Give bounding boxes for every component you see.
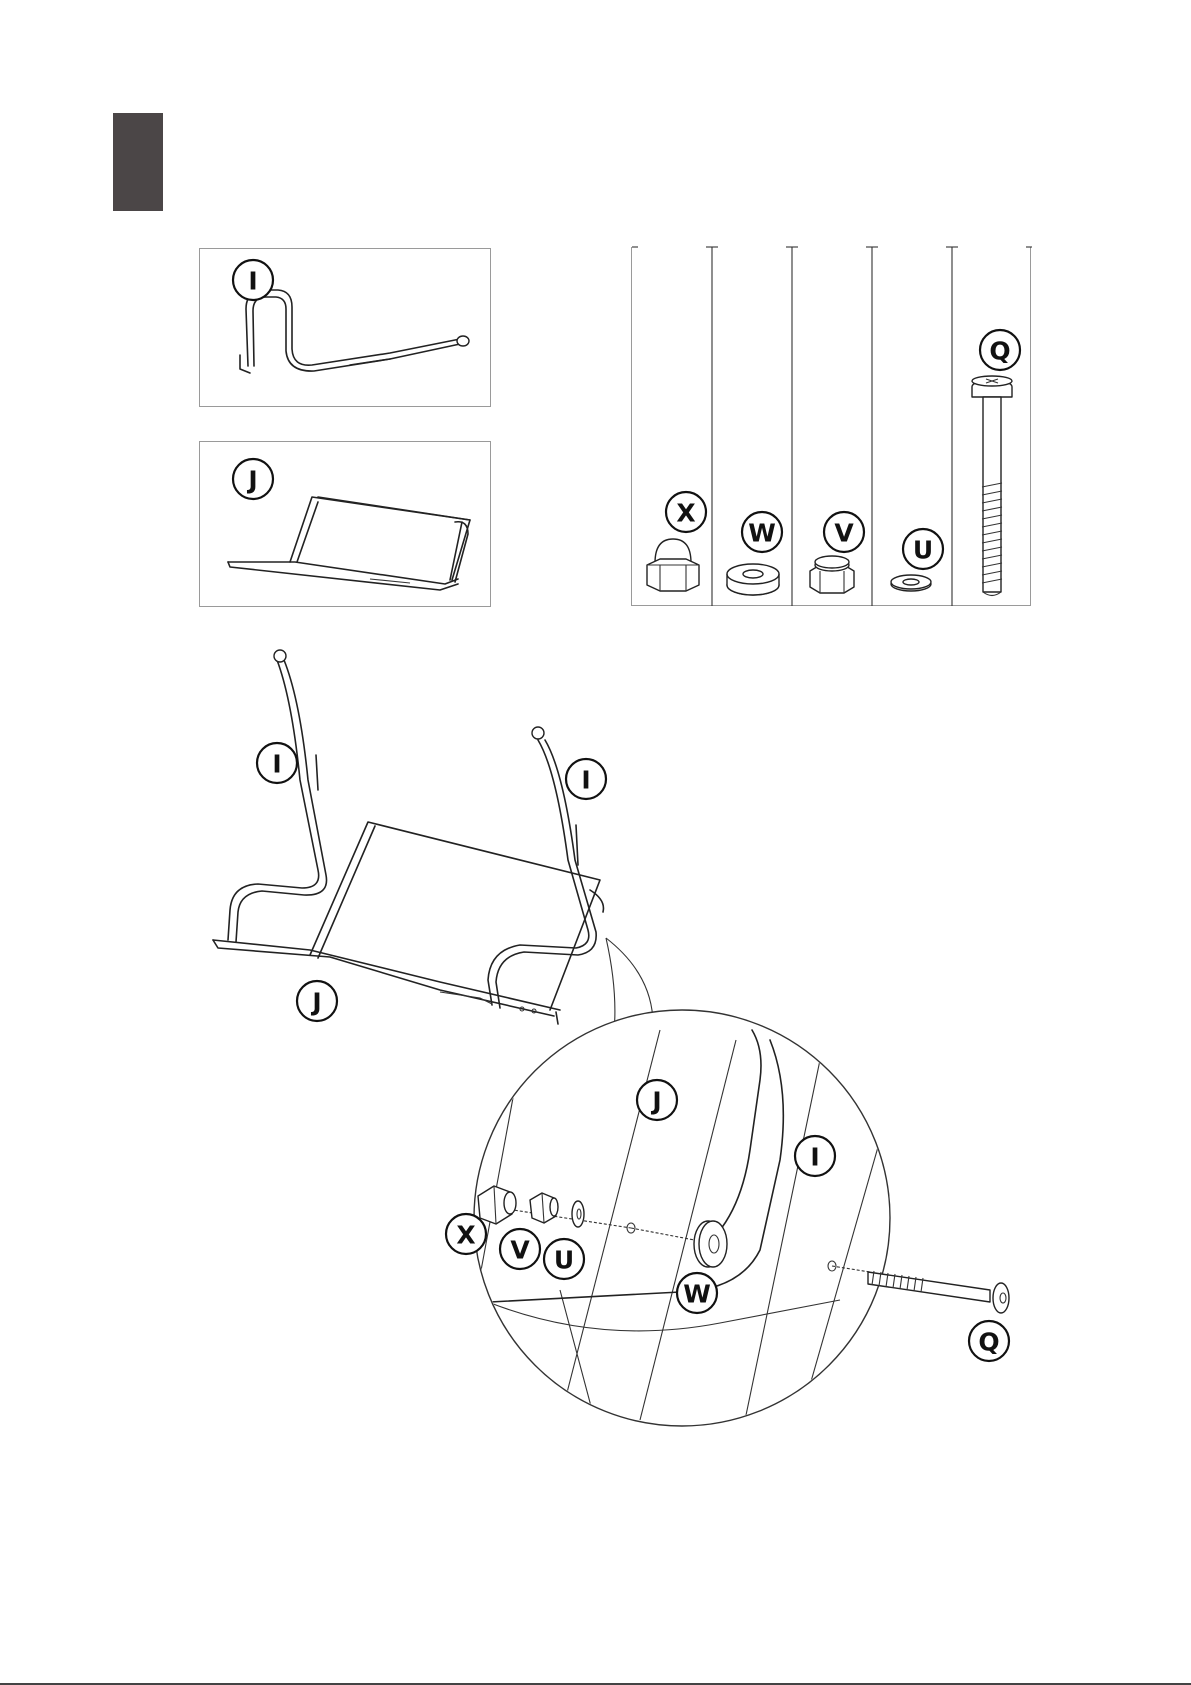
detail-thick-washer-icon (694, 1221, 727, 1267)
swing-seat-assembly-drawing (213, 650, 653, 1048)
detail-lock-nut-callout: V (500, 1229, 540, 1269)
detail-lock-nut-label: V (510, 1236, 530, 1265)
assembly-left-frame-label: I (272, 750, 281, 779)
detail-cap-nut-callout: X (446, 1214, 486, 1254)
detail-flat-washer-label: U (554, 1246, 574, 1275)
detail-frame-callout: I (795, 1136, 835, 1176)
detail-frame-label: I (810, 1143, 819, 1172)
assembly-seat-label: J (310, 988, 321, 1017)
detail-flat-washer-icon (572, 1201, 584, 1227)
detail-thick-washer-label: W (683, 1280, 711, 1309)
detail-seat-label: J (650, 1087, 661, 1116)
detail-bolt-callout: Q (969, 1321, 1009, 1361)
assembly-right-frame-label: I (581, 766, 590, 795)
detail-bolt-icon (868, 1271, 1009, 1313)
assembly-right-frame-callout: I (566, 759, 606, 799)
detail-flat-washer-callout: U (544, 1239, 584, 1279)
assembly-left-frame-callout: I (257, 743, 297, 783)
assembly-seat-callout: J (297, 981, 337, 1021)
detail-seat-callout: J (637, 1080, 677, 1120)
detail-bolt-label: Q (978, 1328, 999, 1357)
detail-thick-washer-callout: W (677, 1273, 717, 1313)
detail-cap-nut-label: X (456, 1221, 475, 1250)
detail-magnifier (470, 1010, 890, 1440)
